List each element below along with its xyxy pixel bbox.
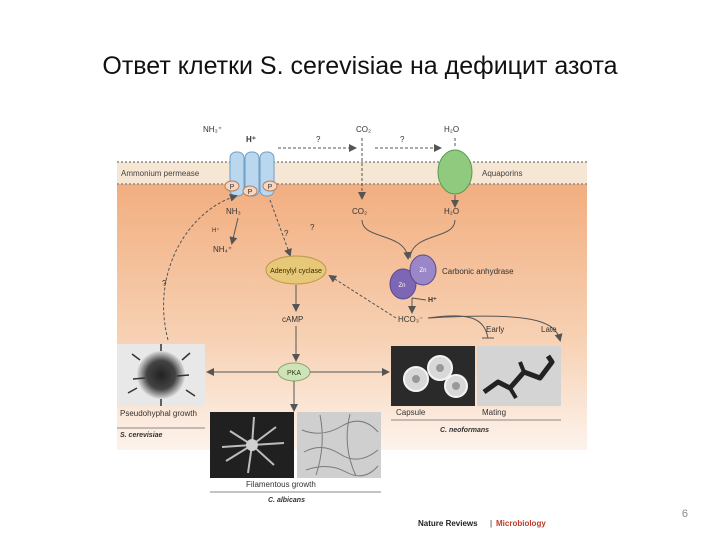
h2o-outside-label: H₂O — [444, 125, 459, 134]
capsule-image — [391, 346, 475, 406]
carbonic-anhydrase-node: Zn Zn — [389, 254, 437, 300]
h-plus-outside-label: H⁺ — [246, 135, 256, 144]
page-number: 6 — [681, 508, 688, 520]
svg-text:|: | — [490, 519, 492, 528]
late-label: Late — [541, 325, 557, 334]
mating-image — [477, 346, 561, 406]
h-plus-inside-label: H⁺ — [212, 227, 220, 234]
co2-outside-label: CO₂ — [356, 125, 371, 134]
h2o-inside-label: H₂O — [444, 207, 459, 216]
aquaporin-channel — [437, 149, 473, 195]
c-albicans-label: C. albicans — [268, 497, 305, 504]
carbonic-anhydrase-label: Carbonic anhydrase — [442, 267, 514, 276]
aquaporins-label: Aquaporins — [482, 169, 522, 178]
co2-inside-label: CO₂ — [352, 207, 367, 216]
adenylyl-cyclase-node — [265, 255, 327, 285]
nh3-inside-label: NH₃ — [226, 207, 241, 216]
publisher-journal: Microbiology — [496, 519, 546, 528]
nh3-outside-label: NH₃⁺ — [203, 125, 222, 134]
pka-label: PKA — [287, 370, 301, 377]
phospho-label: P — [248, 189, 253, 196]
pseudohyphal-growth-image — [117, 344, 205, 406]
adenylyl-cyclase-label: Adenylyl cyclase — [270, 268, 322, 275]
c-neoformans-label: C. neoformans — [440, 427, 489, 434]
question-mark: ? — [162, 279, 167, 288]
h-plus-product-label: H⁺ — [428, 297, 437, 304]
question-mark: ? — [310, 223, 315, 232]
ammonium-permease-channel: P P P — [224, 151, 278, 197]
filamentous-growth-image-right — [297, 412, 381, 478]
bicarbonate-label: HCO₃⁻ — [398, 315, 423, 324]
question-mark: ? — [400, 135, 405, 144]
slide-title: Ответ клетки S. cerevisiae на дефицит аз… — [102, 52, 618, 80]
s-cerevisiae-label: S. cerevisiae — [120, 432, 163, 439]
filamentous-growth-image-left — [210, 412, 294, 478]
capsule-label: Capsule — [396, 408, 426, 417]
early-label: Early — [486, 325, 504, 334]
ammonium-permease-label: Ammonium permease — [121, 169, 200, 178]
nh4-label: NH₄⁺ — [213, 245, 232, 254]
zinc-label: Zn — [398, 283, 405, 289]
mating-label: Mating — [482, 408, 506, 417]
phospho-label: P — [268, 184, 273, 191]
phospho-label: P — [230, 184, 235, 191]
publisher-logo: Nature Reviews | Microbiology — [418, 519, 546, 528]
publisher-name: Nature Reviews — [418, 519, 478, 528]
camp-label: cAMP — [282, 315, 303, 324]
question-mark: ? — [284, 229, 289, 238]
question-mark: ? — [316, 135, 321, 144]
filamentous-label: Filamentous growth — [246, 480, 316, 489]
zinc-label: Zn — [419, 268, 426, 274]
pseudohyphal-label: Pseudohyphal growth — [120, 409, 197, 418]
